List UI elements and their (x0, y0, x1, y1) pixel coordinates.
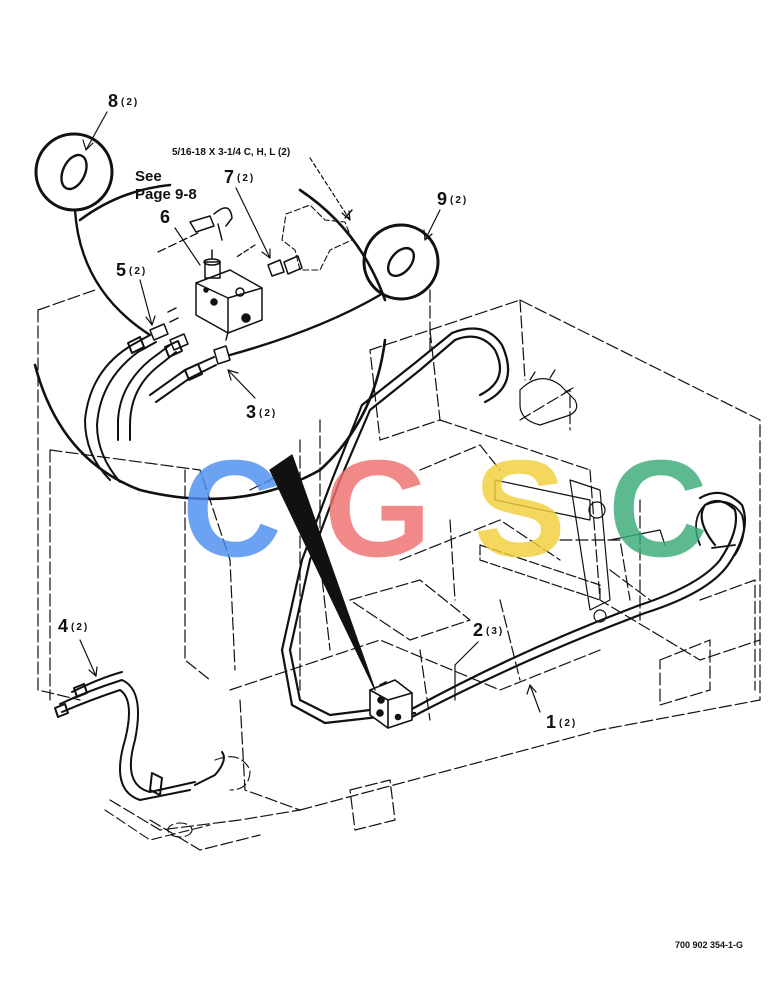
callout-8: 8(2) (108, 92, 139, 111)
callout-number: 2 (473, 620, 484, 640)
callout-number: 3 (246, 402, 257, 422)
callout-1: 1(2) (546, 713, 577, 732)
callout-quantity: (2) (129, 266, 148, 277)
watermark-letter: G (324, 432, 434, 586)
valve-block-installed (369, 679, 413, 729)
see-page-note: See Page 9-8 (135, 168, 197, 204)
callout-3: 3(2) (246, 403, 277, 422)
cylinder-assembly (479, 479, 666, 623)
callout-quantity: (2) (259, 408, 278, 419)
lower-left-frame (104, 756, 251, 841)
fitting-5 (149, 307, 189, 351)
hose-coil (695, 500, 745, 556)
detail-hoses (84, 334, 217, 483)
see-page-line: See (135, 168, 162, 185)
watermark-letter: C (182, 432, 284, 586)
callout-number: 6 (160, 207, 171, 227)
o-ring-8 (34, 132, 114, 212)
callout-9: 9(2) (437, 190, 468, 209)
callout-quantity: (2) (450, 195, 469, 206)
callout-leaders (79, 111, 541, 713)
callout-number: 5 (116, 260, 127, 280)
fitting-7 (267, 255, 303, 277)
callout-number: 4 (58, 616, 69, 636)
callout-quantity: (2) (237, 173, 256, 184)
watermark-letter: C (608, 432, 710, 586)
hose-4 (54, 671, 225, 801)
callout-4: 4(2) (58, 617, 89, 636)
figure-id: 700 902 354-1-G (675, 940, 744, 950)
frame-structure (37, 289, 761, 851)
see-page-line: Page 9-8 (135, 186, 197, 203)
callout-quantity: (3) (486, 626, 505, 637)
callout-number: 8 (108, 91, 119, 111)
o-ring-9 (362, 223, 440, 301)
callout-number: 9 (437, 189, 448, 209)
callout-number: 7 (224, 167, 235, 187)
mounting-bracket (281, 204, 353, 271)
callout-number: 1 (546, 712, 557, 732)
watermark-letter: S (473, 432, 568, 586)
callout-quantity: (2) (71, 622, 90, 633)
detail-pointer (269, 454, 376, 691)
callout-6: 6 (160, 208, 173, 227)
callout-quantity: (2) (121, 97, 140, 108)
fitting-3 (213, 331, 231, 365)
gear-part (519, 369, 578, 426)
callout-5: 5(2) (116, 261, 147, 280)
bolt-spec-note: 5/16-18 X 3-1/4 C, H, L (2) (172, 147, 291, 158)
callout-quantity: (2) (559, 718, 578, 729)
valve-block-exploded (195, 249, 263, 334)
callout-7: 7(2) (224, 168, 255, 187)
watermark: C G S C (182, 440, 710, 578)
callout-2: 2(3) (473, 621, 504, 640)
elbow-fitting-6 (189, 207, 233, 241)
